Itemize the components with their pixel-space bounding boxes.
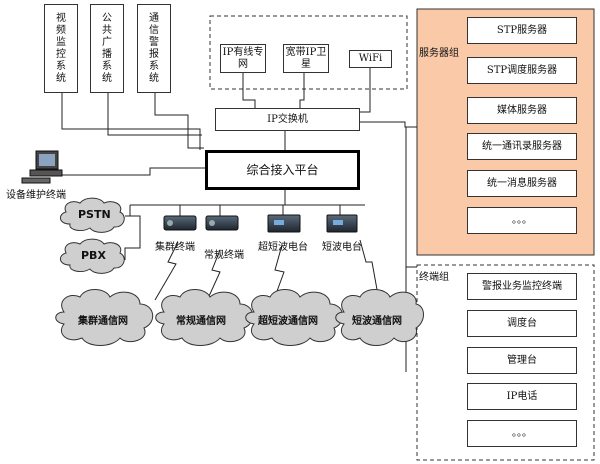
ip-wired-network-box: IP有线专网 xyxy=(220,44,266,73)
pstn-cloud xyxy=(60,197,125,233)
broadband-satellite-box: 宽带IP卫星 xyxy=(283,44,329,73)
hf-network-label: 短波通信网 xyxy=(352,316,402,327)
terminal-item-alarm-monitor-label: 警报业务监控终端 xyxy=(482,280,562,292)
access-platform-label: 综合接入平台 xyxy=(246,163,319,177)
public-broadcast-box: 公共广播系统 xyxy=(90,4,124,93)
server-item-stp-dispatch-label: STP调度服务器 xyxy=(486,64,558,76)
conventional-terminal-device xyxy=(205,215,239,231)
server-item-media: 媒体服务器 xyxy=(467,97,577,124)
server-item-directory: 统一通讯录服务器 xyxy=(467,133,577,160)
ip-switch-label: IP交换机 xyxy=(267,113,308,125)
server-item-stp-dispatch: STP调度服务器 xyxy=(467,57,577,84)
computer-icon xyxy=(21,150,63,184)
conventional-terminal-label: 常规终端 xyxy=(204,250,244,261)
wifi-label: WiFi xyxy=(358,53,383,64)
server-group-title: 服务器组 xyxy=(419,48,459,59)
conventional-network-label: 常规通信网 xyxy=(176,316,226,327)
vhf-network-label: 超短波通信网 xyxy=(258,316,318,327)
broadband-satellite-label: 宽带IP卫星 xyxy=(285,46,327,70)
terminal-item-management-label: 管理台 xyxy=(507,354,537,366)
radio-devices xyxy=(163,214,358,233)
server-item-messaging: 统一消息服务器 xyxy=(467,170,577,197)
terminal-item-ip-phone-label: IP电话 xyxy=(506,390,538,402)
network-access-region xyxy=(209,15,408,90)
server-item-messaging-label: 统一消息服务器 xyxy=(487,177,557,189)
cloud-group xyxy=(55,289,424,346)
trunk-terminal-device xyxy=(163,215,197,231)
ip-wired-network-label: IP有线专网 xyxy=(222,46,264,70)
server-item-directory-label: 统一通讯录服务器 xyxy=(482,140,562,152)
cloud-2 xyxy=(155,289,254,346)
terminal-group-title: 终端组 xyxy=(419,272,449,283)
pstn-label: PSTN xyxy=(78,208,111,221)
server-item-stp: STP服务器 xyxy=(467,17,577,44)
terminal-item-more: 。。。 xyxy=(467,420,577,447)
terminal-item-dispatch: 调度台 xyxy=(467,310,577,337)
connector-lines xyxy=(60,68,417,372)
terminal-item-dispatch-label: 调度台 xyxy=(507,317,537,329)
ip-switch-box: IP交换机 xyxy=(215,108,360,131)
terminal-item-ip-phone: IP电话 xyxy=(467,383,577,410)
trunk-network-label: 集群通信网 xyxy=(78,316,128,327)
pbx-label: PBX xyxy=(81,249,106,262)
cloud-3 xyxy=(245,289,344,346)
public-broadcast-label: 公共广播系统 xyxy=(102,12,112,84)
video-surveillance-box: 视频监控系统 xyxy=(44,4,78,93)
access-platform-box: 综合接入平台 xyxy=(205,150,360,190)
vhf-radio-label: 超短波电台 xyxy=(258,242,308,253)
hf-radio-label: 短波电台 xyxy=(322,242,362,253)
server-item-more-label: 。。。 xyxy=(512,214,532,226)
cloud-1 xyxy=(55,289,154,346)
terminal-item-management: 管理台 xyxy=(467,347,577,374)
maintenance-terminal-label: 设备维护终端 xyxy=(6,190,66,201)
terminal-item-alarm-monitor: 警报业务监控终端 xyxy=(467,273,577,300)
pbx-cloud xyxy=(60,238,125,274)
server-item-media-label: 媒体服务器 xyxy=(497,104,547,116)
wifi-box: WiFi xyxy=(349,50,392,68)
cloud-4 xyxy=(335,289,424,346)
terminal-item-more-label: 。。。 xyxy=(512,427,532,439)
wireless-links xyxy=(154,239,379,306)
video-surveillance-label: 视频监控系统 xyxy=(56,12,66,84)
alarm-system-label: 通信警报系统 xyxy=(149,12,159,84)
server-item-more: 。。。 xyxy=(467,207,577,234)
server-item-stp-label: STP服务器 xyxy=(496,24,548,36)
alarm-system-box: 通信警报系统 xyxy=(137,4,171,93)
pstn-pbx-clouds xyxy=(60,197,125,274)
trunk-terminal-label: 集群终端 xyxy=(155,242,195,253)
terminal-group-region xyxy=(416,264,595,461)
